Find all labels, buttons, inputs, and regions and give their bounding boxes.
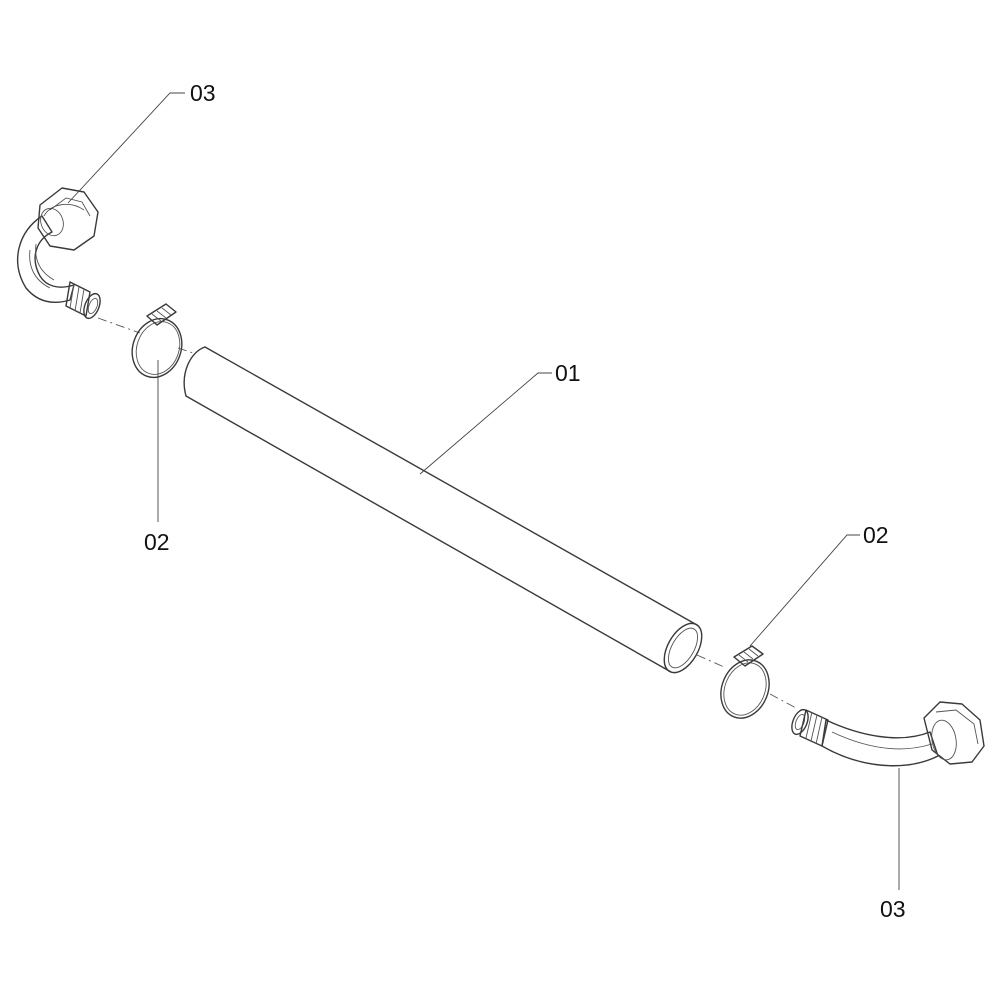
callout-02-right: 02 [863,522,889,548]
assembly-axis [97,317,797,709]
hose-clamp-left [131,303,183,379]
callout-03-top-left: 03 [190,80,216,106]
callout-03-bottom-right: 03 [880,896,906,922]
elbow-fitting-bottom-right [791,701,985,767]
hose-clamp-right [720,645,770,719]
elbow-fitting-top-left [17,187,101,320]
leader-lines [67,92,900,890]
callout-01-center: 01 [555,360,581,386]
tube [183,346,703,674]
callout-02-left: 02 [144,529,170,555]
